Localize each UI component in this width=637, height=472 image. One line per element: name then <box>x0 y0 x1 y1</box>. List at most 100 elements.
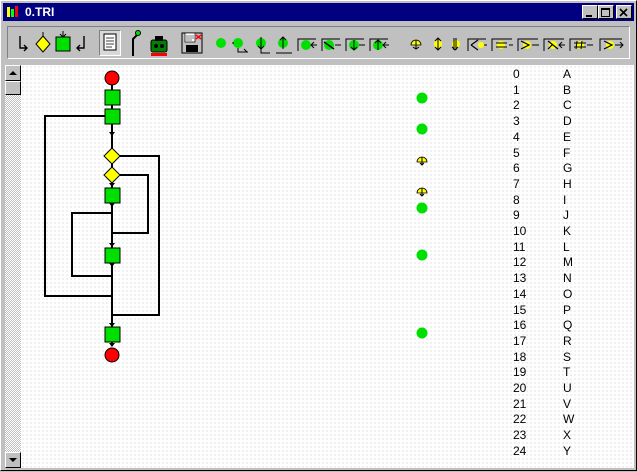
action-2[interactable] <box>104 108 121 125</box>
row-number: 7 <box>513 176 520 191</box>
green-signal-marker[interactable] <box>415 91 429 105</box>
row-number: 11 <box>513 239 526 254</box>
locomotive-icon[interactable] <box>148 27 170 60</box>
row-letter: U <box>563 381 572 395</box>
yellow-lamp-cross-icon[interactable] <box>542 27 566 60</box>
action-4[interactable] <box>104 247 121 264</box>
row-letter: M <box>563 255 573 270</box>
scroll-up-button[interactable] <box>5 65 21 81</box>
start-circle[interactable] <box>104 70 120 86</box>
decision-diamond-icon[interactable] <box>34 27 52 60</box>
row-number: 0 <box>513 67 520 81</box>
row-number: 13 <box>513 271 527 286</box>
yellow-lamp-left-icon[interactable] <box>466 27 488 60</box>
row-number: 9 <box>513 208 520 223</box>
row-letter: I <box>563 192 567 207</box>
vertical-scrollbar[interactable] <box>5 65 21 468</box>
yellow-lamp-equal-icon[interactable] <box>490 27 514 60</box>
row-letter: E <box>563 129 572 144</box>
row-letter: H <box>563 176 572 191</box>
row-number: 21 <box>513 396 527 411</box>
arrow-down-scroll-icon <box>9 458 17 462</box>
green-signal-marker[interactable] <box>415 326 429 340</box>
row-number: 22 <box>513 412 527 427</box>
scroll-thumb[interactable] <box>5 81 21 95</box>
green-signal-left-icon[interactable] <box>296 27 318 60</box>
row-letter: K <box>563 224 572 238</box>
row-letter: F <box>563 145 571 160</box>
yellow-lamp-sharp-icon[interactable] <box>568 27 594 60</box>
green-signal-double-icon[interactable] <box>344 27 366 60</box>
green-signal-split-icon[interactable] <box>274 27 294 60</box>
row-number: 4 <box>513 129 520 144</box>
row-letter: V <box>563 396 572 411</box>
row-number: 6 <box>513 161 520 176</box>
action-1[interactable] <box>104 89 121 106</box>
maximize-icon <box>601 8 610 17</box>
row-letter: Q <box>563 318 573 333</box>
decision-2[interactable] <box>103 166 121 184</box>
green-signal-marker[interactable] <box>415 122 429 136</box>
arrow-down-icon[interactable] <box>16 27 32 60</box>
yellow-lamp-icon[interactable] <box>408 27 424 60</box>
decision-1[interactable] <box>103 147 121 165</box>
green-signal-icon[interactable] <box>214 27 228 60</box>
row-number: 16 <box>513 318 527 333</box>
close-button[interactable] <box>616 5 632 19</box>
row-letter: D <box>563 114 572 129</box>
window-title: 0.TRI <box>25 5 55 19</box>
yellow-lamp-split-icon[interactable] <box>430 27 446 60</box>
tool-panel <box>7 26 630 59</box>
green-signal-turn-icon[interactable] <box>368 27 390 60</box>
yellow-lamp-double-icon[interactable] <box>448 27 464 60</box>
action-3[interactable] <box>104 187 121 204</box>
document-button[interactable] <box>99 30 121 56</box>
minimize-icon <box>586 15 592 17</box>
green-signal-stack-icon[interactable] <box>252 27 272 60</box>
maximize-button[interactable] <box>598 5 614 19</box>
green-signal-branch-icon[interactable] <box>230 27 250 60</box>
row-letter: C <box>563 98 572 113</box>
row-number: 20 <box>513 381 527 395</box>
row-letter: S <box>563 349 572 364</box>
end-circle[interactable] <box>104 347 120 363</box>
arrow-back-icon[interactable] <box>74 27 88 60</box>
row-letter: A <box>563 67 572 81</box>
row-number: 14 <box>513 286 527 301</box>
minimize-button[interactable] <box>582 5 598 19</box>
row-letter: O <box>563 286 573 301</box>
arrow-up-icon <box>9 71 17 75</box>
title-bar[interactable]: 0.TRI <box>3 3 634 21</box>
green-signal-marker[interactable] <box>415 248 429 262</box>
row-number: 5 <box>513 145 520 160</box>
signal-post-icon[interactable] <box>126 27 142 60</box>
yellow-lamp-arrow-icon[interactable] <box>516 27 540 60</box>
row-number: 23 <box>513 428 527 443</box>
row-number: 12 <box>513 255 527 270</box>
row-letter: G <box>563 161 573 176</box>
green-signal-arrow-icon[interactable] <box>320 27 342 60</box>
flowchart-diagram <box>44 70 160 363</box>
save-document-icon[interactable] <box>180 27 204 60</box>
row-letter: P <box>563 302 572 317</box>
action-5[interactable] <box>104 326 121 343</box>
row-letter: J <box>563 208 569 223</box>
yellow-lamp-marker[interactable] <box>415 185 429 199</box>
row-letter: R <box>563 333 572 348</box>
scroll-down-button[interactable] <box>5 452 21 468</box>
green-signal-marker[interactable] <box>415 201 429 215</box>
row-letter: N <box>563 271 572 286</box>
row-number: 15 <box>513 302 527 317</box>
row-number: 8 <box>513 192 520 207</box>
row-letter: Y <box>563 443 572 458</box>
toolbar <box>3 23 634 63</box>
row-number: 18 <box>513 349 527 364</box>
action-square-icon[interactable] <box>54 27 72 60</box>
row-number: 10 <box>513 224 527 238</box>
yellow-lamp-right-icon[interactable] <box>598 27 624 60</box>
yellow-lamp-marker[interactable] <box>415 154 429 168</box>
row-number: 3 <box>513 114 520 129</box>
row-number: 17 <box>513 333 527 348</box>
